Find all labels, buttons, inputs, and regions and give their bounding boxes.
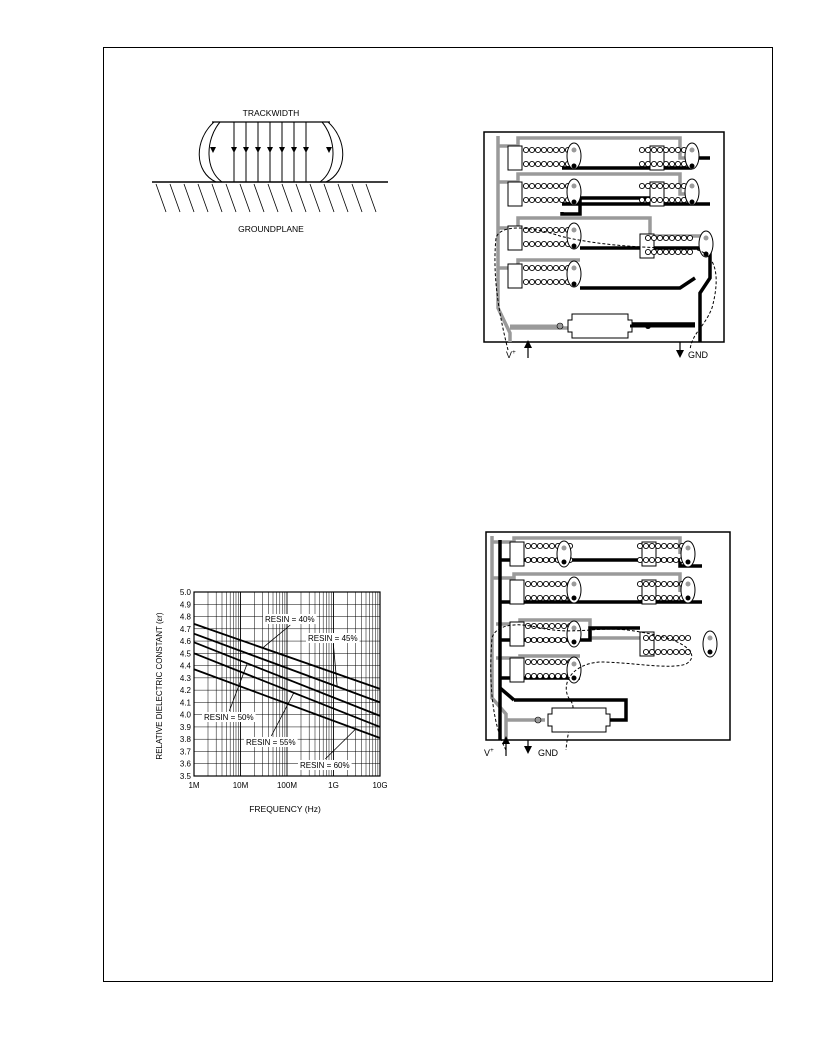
field-lines xyxy=(210,122,332,182)
y-tick-label: 4.6 xyxy=(180,637,192,646)
supply-label: V+ xyxy=(506,349,516,360)
supply-arrow xyxy=(524,340,532,358)
series-line xyxy=(193,623,381,690)
ground-label: GND xyxy=(538,748,559,758)
y-tick-label: 4.5 xyxy=(180,649,192,658)
series-label-bg xyxy=(263,614,317,624)
x-tick-label: 1G xyxy=(328,781,339,790)
y-axis-label: RELATIVE DIELECTRIC CONSTANT (εr) xyxy=(155,612,164,759)
supply-label: V+ xyxy=(484,747,494,758)
y-tick-label: 3.9 xyxy=(180,723,192,732)
series-line xyxy=(193,641,381,717)
y-tick-label: 4.8 xyxy=(180,613,192,622)
chart-series xyxy=(193,623,381,739)
trackwidth-label: TRACKWIDTH xyxy=(243,108,300,118)
x-tick-label: 10M xyxy=(233,781,249,790)
page-frame xyxy=(103,47,773,982)
component-rows xyxy=(509,540,718,684)
y-tick-label: 4.0 xyxy=(180,711,192,720)
series-label: RESIN = 45% xyxy=(308,634,358,643)
series-label-bg xyxy=(244,737,298,747)
series-label: RESIN = 40% xyxy=(265,615,315,624)
y-tick-label: 4.4 xyxy=(180,662,192,671)
series-label-arrow xyxy=(325,728,356,760)
x-tick-label: 10G xyxy=(372,781,387,790)
series-line xyxy=(193,668,381,739)
y-tick-label: 3.6 xyxy=(180,760,192,769)
x-tick-label: 1M xyxy=(188,781,199,790)
y-tick-label: 4.3 xyxy=(180,674,192,683)
pcb-layout-a: V+ GND xyxy=(483,131,725,360)
ground-arrow xyxy=(676,342,684,358)
field-line-diagram: TRACKWIDTH GROUNDPLANE xyxy=(152,108,388,234)
series-label: RESIN = 55% xyxy=(246,738,296,747)
groundplane-label: GROUNDPLANE xyxy=(238,224,304,234)
y-tick-label: 4.9 xyxy=(180,600,192,609)
ground-arrow xyxy=(524,740,532,754)
x-tick-label: 100M xyxy=(277,781,297,790)
y-tick-label: 3.8 xyxy=(180,735,192,744)
series-line xyxy=(193,632,381,704)
y-tick-label: 4.2 xyxy=(180,686,192,695)
y-tick-label: 5.0 xyxy=(180,588,192,597)
x-axis-label: FREQUENCY (Hz) xyxy=(249,804,321,814)
regulator-component xyxy=(534,707,626,733)
x-tick-labels: 1M 10M 100M 1G 10G xyxy=(188,781,387,790)
y-tick-label: 4.7 xyxy=(180,625,192,634)
series-label-arrow xyxy=(262,624,291,649)
series-label-arrow xyxy=(228,663,248,712)
supply-arrow xyxy=(502,736,510,756)
series-label: RESIN = 60% xyxy=(300,761,350,770)
dielectric-constant-chart: 5.0 4.9 4.8 4.7 4.6 4.5 4.4 4.3 4.2 4.1 4.0 3.9 3.8 3… xyxy=(155,588,388,814)
y-tick-label: 4.1 xyxy=(180,698,192,707)
pcb-layout-b: V+ GND xyxy=(484,531,731,758)
series-label-bg xyxy=(202,712,256,722)
ground-label: GND xyxy=(688,350,709,360)
series-label-bg xyxy=(306,633,360,643)
y-tick-labels: 5.0 4.9 4.8 4.7 4.6 4.5 4.4 4.3 4.2 4.1 4.0 3.9 3.8 3… xyxy=(180,588,192,781)
y-tick-label: 3.5 xyxy=(180,772,192,781)
y-tick-label: 3.7 xyxy=(180,747,192,756)
series-label: RESIN = 50% xyxy=(204,713,254,722)
component-rows xyxy=(507,142,714,289)
series-label-arrow xyxy=(332,643,338,687)
series-line xyxy=(193,652,381,728)
regulator-component xyxy=(510,313,695,339)
series-label-bg xyxy=(298,760,352,770)
return-current-path xyxy=(494,227,717,351)
series-label-arrow xyxy=(270,692,295,737)
chart-annotations: RESIN = 40% RESIN = 45% RESIN = 50% RESIN =… xyxy=(202,614,360,770)
return-current-path xyxy=(490,624,693,751)
